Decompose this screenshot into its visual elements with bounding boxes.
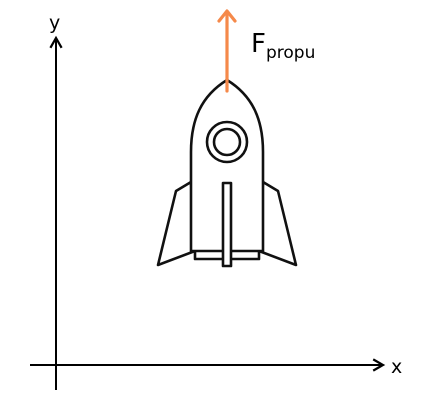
rocket-icon [156,78,298,268]
propulsion-force-vector: Fpropu [217,9,315,93]
right-fin [257,180,298,267]
force-symbol: F [251,29,266,59]
y-axis-label: y [49,12,60,34]
force-subscript: propu [266,43,315,63]
coordinate-axes: x y [30,12,402,390]
force-arrow-head [217,9,237,23]
x-axis-label: x [391,356,402,378]
rocket-center-strut [221,181,233,268]
rocket-window-inner [212,127,242,157]
left-fin [156,180,197,267]
force-label: Fpropu [251,29,315,63]
